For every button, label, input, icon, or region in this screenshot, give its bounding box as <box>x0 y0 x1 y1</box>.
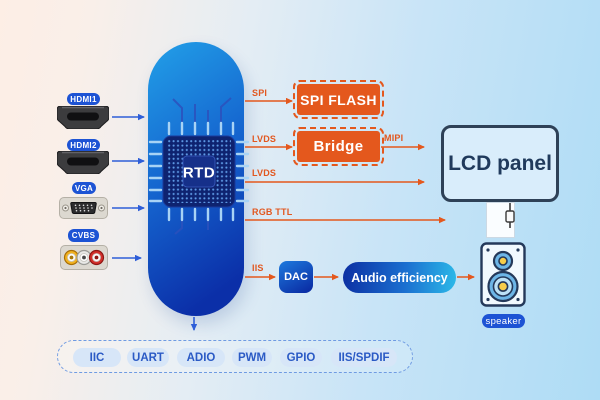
speaker-label: speaker <box>482 314 525 328</box>
peripheral-pwm: PWM <box>232 348 272 367</box>
peripheral-iis-spdif: IIS/SPDIF <box>331 348 397 367</box>
rgb-ttl-bus-label: RGB TTL <box>252 207 293 217</box>
lvds-panel-bus-label: LVDS <box>252 168 277 178</box>
cvbs-connector-icon <box>60 245 108 270</box>
cvbs-label: CVBS <box>68 229 99 242</box>
peripheral-gpio: GPIO <box>280 348 322 367</box>
chip-name-text: RTD <box>183 165 215 182</box>
vga-connector-icon <box>59 197 108 219</box>
speaker-icon <box>480 242 526 307</box>
spi-flash-block: SPI FLASH <box>292 79 385 120</box>
mipi-bus-label: MIPI <box>384 133 404 143</box>
lvds-bridge-bus-label: LVDS <box>252 134 277 144</box>
hdmi1-label: HDMI1 <box>67 93 100 105</box>
dac-block: DAC <box>279 261 313 293</box>
chip-pins <box>148 121 250 222</box>
audio-amp-block: Audio efficiency <box>343 262 456 293</box>
peripheral-iic: IIC <box>73 348 121 367</box>
peripheral-adio: ADIO <box>177 348 225 367</box>
power-plug-icon <box>505 203 515 228</box>
chip-icon: RTD <box>148 97 250 235</box>
spi-bus-label: SPI <box>252 88 268 98</box>
hdmi2-connector-icon <box>57 151 109 174</box>
lcd-stand <box>486 202 515 238</box>
vga-label: VGA <box>72 182 96 194</box>
bridge-block: Bridge <box>292 126 385 167</box>
iis-bus-label: IIS <box>252 263 264 273</box>
peripheral-uart: UART <box>127 348 169 367</box>
lcd-panel-block: LCD panel <box>441 125 559 202</box>
circuit-traces <box>172 97 232 235</box>
hdmi2-label: HDMI2 <box>67 139 100 151</box>
hdmi1-connector-icon <box>57 106 109 129</box>
